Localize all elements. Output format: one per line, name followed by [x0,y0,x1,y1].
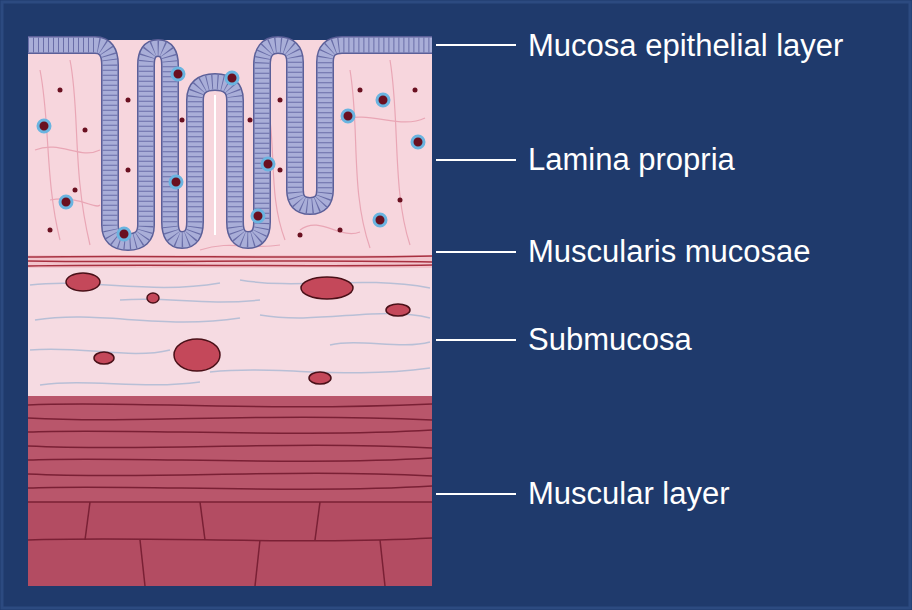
muscle-fibers [28,404,432,489]
submucosa-fibers [30,280,430,385]
muscle-cell-band [28,502,432,586]
layer-label: Muscularis mucosae [528,234,898,270]
lamina-cells [38,68,424,240]
muscle-cells [28,502,432,586]
muscularis-mucosae-band [28,255,432,268]
leader-lines [436,45,516,494]
layer-label: Mucosa epithelial layer [528,28,858,64]
muscular-layer-band [28,396,432,502]
epithelium [28,45,432,242]
submucosa-band [28,268,432,396]
layer-label: Lamina propria [528,142,898,178]
layer-label: Muscular layer [528,476,898,512]
muscularis-fibers [28,256,432,266]
blood-vessels [66,273,410,384]
lamina-propria-band [28,40,432,256]
layer-label: Submucosa [528,322,898,358]
